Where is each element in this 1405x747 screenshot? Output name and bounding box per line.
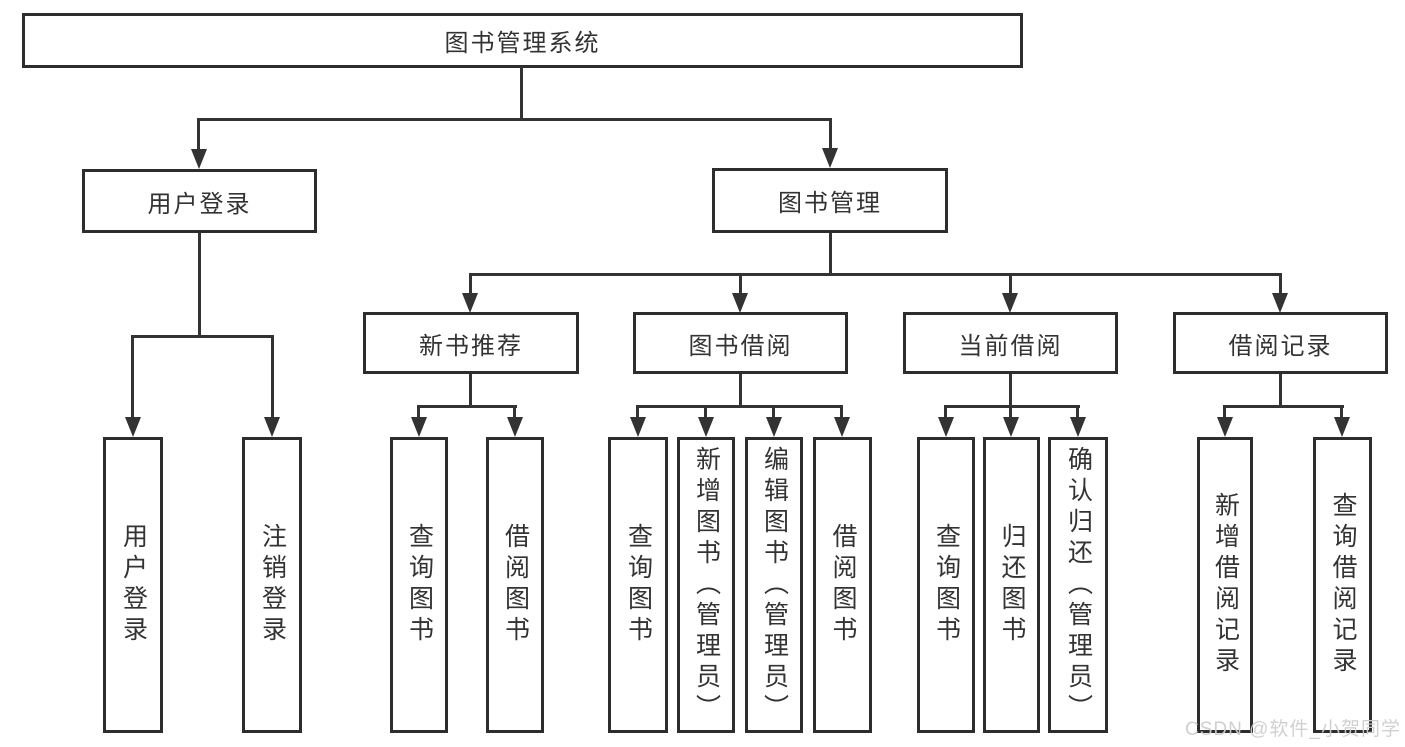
node-borrow-record-label: 借阅记录 [1228, 332, 1333, 360]
leaf-rec-borrow-books: 借阅图书 [486, 437, 544, 733]
node-current-borrow: 当前借阅 [903, 312, 1118, 374]
leaf-bor-borrow-books-label: 借阅图书 [829, 523, 857, 647]
arrow-mgmt [822, 148, 838, 168]
connector-recommend-trunk [469, 374, 472, 405]
connector-drop-recd-add [1223, 405, 1226, 419]
connector-drop-bor-borrow [840, 405, 843, 419]
connector-root-branch [197, 118, 832, 121]
connector-borrow-trunk [739, 374, 742, 405]
arrow-bor-edit [766, 417, 782, 437]
leaf-user-login: 用户登录 [103, 437, 163, 733]
arrow-cur-query [938, 417, 954, 437]
arrow-bor-query [630, 417, 646, 437]
connector-root-trunk [520, 67, 523, 118]
node-current-borrow-label: 当前借阅 [958, 332, 1063, 360]
csdn-watermark: CSDN @软件_小贺同学 [1185, 719, 1401, 740]
connector-drop-recd-query [1340, 405, 1343, 419]
leaf-recd-add-record-label: 新增借阅记录 [1211, 492, 1240, 678]
leaf-recd-add-record: 新增借阅记录 [1197, 437, 1253, 733]
arrow-cur-return [1003, 417, 1019, 437]
connector-drop-bor-add [704, 405, 707, 419]
leaf-bor-add-books-admin-label: 新增图书（管理员） [692, 445, 721, 725]
leaf-cur-return-books-label: 归还图书 [998, 523, 1026, 647]
arrow-leaf-logout [264, 417, 280, 437]
leaf-cur-query-books: 查询图书 [917, 437, 975, 733]
arrow-recd-query [1334, 417, 1350, 437]
connector-mgmt-branch [469, 273, 1282, 276]
arrow-borrow [732, 293, 748, 313]
leaf-logout: 注销登录 [242, 437, 302, 733]
node-new-book-recommend: 新书推荐 [363, 312, 579, 374]
connector-drop-rec-query [417, 405, 420, 419]
arrow-rec-query [411, 417, 427, 437]
leaf-cur-confirm-return-admin-label: 确认归还（管理员） [1064, 445, 1093, 725]
leaf-bor-edit-books-admin: 编辑图书（管理员） [745, 437, 803, 733]
connector-drop-bor-query [636, 405, 639, 419]
connector-drop-login [197, 118, 200, 150]
connector-drop-cur-return [1009, 405, 1012, 419]
connector-drop-current [1009, 273, 1012, 295]
arrow-rec-borrow [507, 417, 523, 437]
leaf-cur-query-books-label: 查询图书 [932, 523, 961, 647]
leaf-bor-borrow-books: 借阅图书 [813, 437, 872, 733]
leaf-recd-query-record: 查询借阅记录 [1313, 437, 1372, 733]
leaf-rec-query-books: 查询图书 [390, 437, 448, 733]
node-borrow-record: 借阅记录 [1173, 312, 1388, 374]
connector-drop-mgmt [829, 118, 832, 149]
connector-drop-rec-borrow [513, 405, 516, 419]
arrow-current [1002, 293, 1018, 313]
connector-record-trunk [1279, 374, 1282, 405]
arrow-login [191, 149, 207, 169]
arrow-bor-borrow [834, 417, 850, 437]
arrow-record [1272, 293, 1288, 313]
connector-drop-cur-confirm [1076, 405, 1079, 419]
node-user-login-label: 用户登录 [147, 190, 252, 218]
node-book-mgmt: 图书管理 [712, 168, 948, 233]
connector-drop-cur-query [944, 405, 947, 419]
leaf-rec-query-books-label: 查询图书 [405, 523, 434, 647]
leaf-recd-query-record-label: 查询借阅记录 [1329, 492, 1357, 678]
leaf-cur-return-books: 归还图书 [983, 437, 1040, 733]
leaf-bor-edit-books-admin-label: 编辑图书（管理员） [760, 445, 789, 725]
arrow-recommend [462, 293, 478, 313]
leaf-rec-borrow-books-label: 借阅图书 [501, 523, 530, 647]
leaf-logout-label: 注销登录 [258, 523, 287, 647]
connector-mgmt-trunk [829, 233, 832, 273]
leaf-user-login-label: 用户登录 [119, 523, 148, 647]
arrow-bor-add [698, 417, 714, 437]
connector-borrow-branch [636, 405, 843, 408]
connector-login-trunk [198, 233, 201, 335]
node-root: 图书管理系统 [22, 13, 1023, 68]
connector-record-branch [1223, 405, 1344, 408]
connector-login-branch [131, 335, 274, 338]
leaf-cur-confirm-return-admin: 确认归还（管理员） [1048, 437, 1108, 733]
node-book-mgmt-label: 图书管理 [778, 190, 882, 217]
connector-current-trunk [1009, 374, 1012, 405]
leaf-bor-query-books-label: 查询图书 [624, 523, 653, 647]
node-book-borrow: 图书借阅 [633, 312, 848, 374]
node-root-label: 图书管理系统 [444, 30, 601, 57]
node-book-borrow-label: 图书借阅 [688, 332, 793, 360]
connector-drop-recommend [469, 273, 472, 295]
connector-recommend-branch [417, 405, 517, 408]
connector-current-branch [944, 405, 1080, 408]
arrow-cur-confirm [1070, 417, 1086, 437]
leaf-bor-query-books: 查询图书 [608, 437, 668, 733]
arrow-leaf-login [125, 417, 141, 437]
connector-drop-borrow [739, 273, 742, 295]
connector-drop-leaf-login [131, 335, 134, 418]
arrow-recd-add [1217, 417, 1233, 437]
node-new-book-recommend-label: 新书推荐 [419, 332, 523, 360]
connector-drop-leaf-logout [271, 335, 274, 418]
connector-drop-bor-edit [772, 405, 775, 419]
leaf-bor-add-books-admin: 新增图书（管理员） [677, 437, 735, 733]
connector-drop-record [1279, 273, 1282, 295]
node-user-login: 用户登录 [82, 169, 317, 233]
